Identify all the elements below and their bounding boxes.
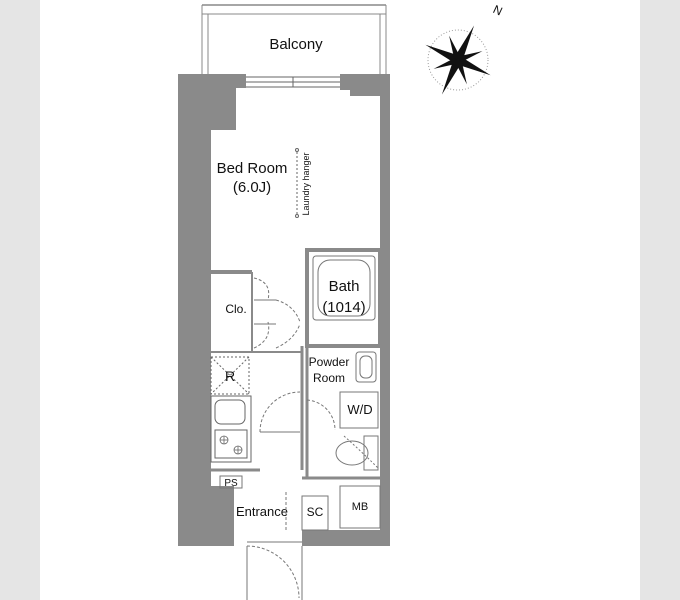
closet-door xyxy=(253,277,301,349)
powder-room-label-1: Powder xyxy=(309,355,350,369)
laundry-hanger xyxy=(295,148,299,218)
bath-label: Bath xyxy=(329,278,360,295)
interior-walls xyxy=(211,248,390,480)
window xyxy=(246,76,340,88)
washbasin xyxy=(355,351,377,383)
kitchen-counter xyxy=(210,395,252,463)
interior-door xyxy=(259,391,301,433)
fridge-label: R xyxy=(225,368,235,384)
bath-size: (1014) xyxy=(322,299,365,316)
washer-label: W/D xyxy=(347,402,372,417)
washer-pan xyxy=(339,391,379,429)
laundry-hanger-label: Laundry hanger xyxy=(301,152,311,215)
compass-rose-icon xyxy=(425,25,491,95)
bathtub xyxy=(312,255,376,321)
balcony xyxy=(201,4,387,74)
pipe-space xyxy=(219,475,243,489)
closet-door-leaves xyxy=(254,299,276,325)
bedroom-size: (6.0J) xyxy=(233,179,271,196)
meter-box xyxy=(339,485,381,529)
powder-room-label-2: Room xyxy=(313,371,345,385)
balcony-label: Balcony xyxy=(269,36,323,53)
powder-door xyxy=(306,399,336,431)
closet-label: Clo. xyxy=(225,302,246,316)
entrance-label: Entrance xyxy=(236,504,288,519)
pipe-space-label: PS xyxy=(224,478,238,489)
toilet xyxy=(335,435,379,471)
entrance-door xyxy=(246,541,303,600)
walls xyxy=(178,74,390,546)
bedroom-label: Bed Room xyxy=(217,160,288,177)
fridge xyxy=(210,356,250,395)
shoe-closet-label: SC xyxy=(307,505,324,519)
shoe-closet xyxy=(301,495,329,531)
meter-box-label: MB xyxy=(352,501,369,513)
stove-burners xyxy=(219,435,243,455)
